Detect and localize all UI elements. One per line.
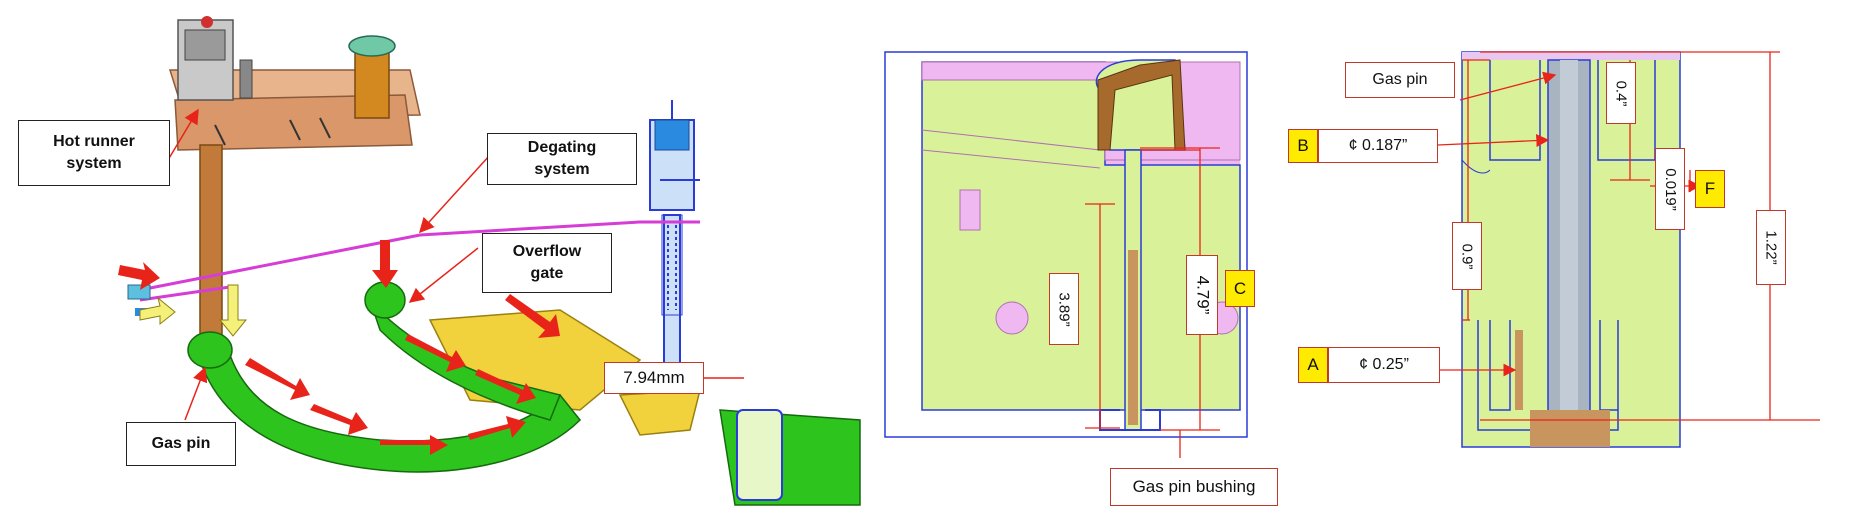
hot-runner-label-line1: Hot runner bbox=[53, 133, 135, 150]
dimension-0-019-label: 0.019” bbox=[1655, 148, 1685, 230]
middle-section-view bbox=[884, 51, 1248, 438]
hot-runner-label-line2: system bbox=[66, 155, 122, 172]
gas-pin-label-left: Gas pin bbox=[126, 422, 236, 466]
dimension-4-79-text: 4.79” bbox=[1193, 275, 1212, 315]
overflow-gate-label-line2: gate bbox=[530, 265, 564, 282]
degating-system-assembly bbox=[649, 100, 700, 371]
dimension-3-89-label: 3.89” bbox=[1049, 273, 1079, 345]
callout-f-badge: F bbox=[1695, 170, 1725, 208]
dimension-1-22-label: 1.22” bbox=[1756, 210, 1786, 285]
degating-label-line2: system bbox=[534, 161, 590, 178]
gas-pin-bushing-label: Gas pin bushing bbox=[1110, 468, 1278, 506]
dimension-0-4-label: 0.4” bbox=[1606, 62, 1636, 124]
overflow-gate-label-line1: Overflow bbox=[512, 243, 582, 260]
dimension-3-89-text: 3.89” bbox=[1055, 291, 1073, 327]
dimension-4-79-label: 4.79” bbox=[1186, 255, 1218, 335]
dimension-0-9-text: 0.9” bbox=[1458, 243, 1476, 269]
gas-flow-arrows bbox=[139, 284, 248, 337]
degating-label: Degating system bbox=[487, 133, 637, 185]
dimension-7-94mm-label: 7.94mm bbox=[604, 362, 704, 394]
diameter-b-label: ¢ 0.187” bbox=[1318, 129, 1438, 163]
callout-c-badge: C bbox=[1225, 270, 1255, 307]
right-section-view bbox=[1461, 51, 1681, 448]
dimension-0-4-text: 0.4” bbox=[1612, 80, 1630, 106]
dimension-0-9-label: 0.9” bbox=[1452, 222, 1482, 290]
overflow-gate-label: Overflow gate bbox=[482, 233, 612, 293]
hot-runner-system-assembly bbox=[168, 16, 421, 341]
melt-flow-arrows bbox=[118, 240, 560, 455]
gas-pin-label-right: Gas pin bbox=[1345, 62, 1455, 98]
hot-runner-label: Hot runner system bbox=[18, 120, 170, 186]
dimension-1-22-text: 1.22” bbox=[1762, 230, 1780, 265]
dimension-0-019-text: 0.019” bbox=[1661, 167, 1679, 211]
diameter-a-label: ¢ 0.25” bbox=[1328, 347, 1440, 383]
callout-a-badge: A bbox=[1298, 347, 1328, 383]
degating-label-line1: Degating bbox=[527, 139, 597, 156]
callout-b-badge: B bbox=[1288, 129, 1318, 163]
